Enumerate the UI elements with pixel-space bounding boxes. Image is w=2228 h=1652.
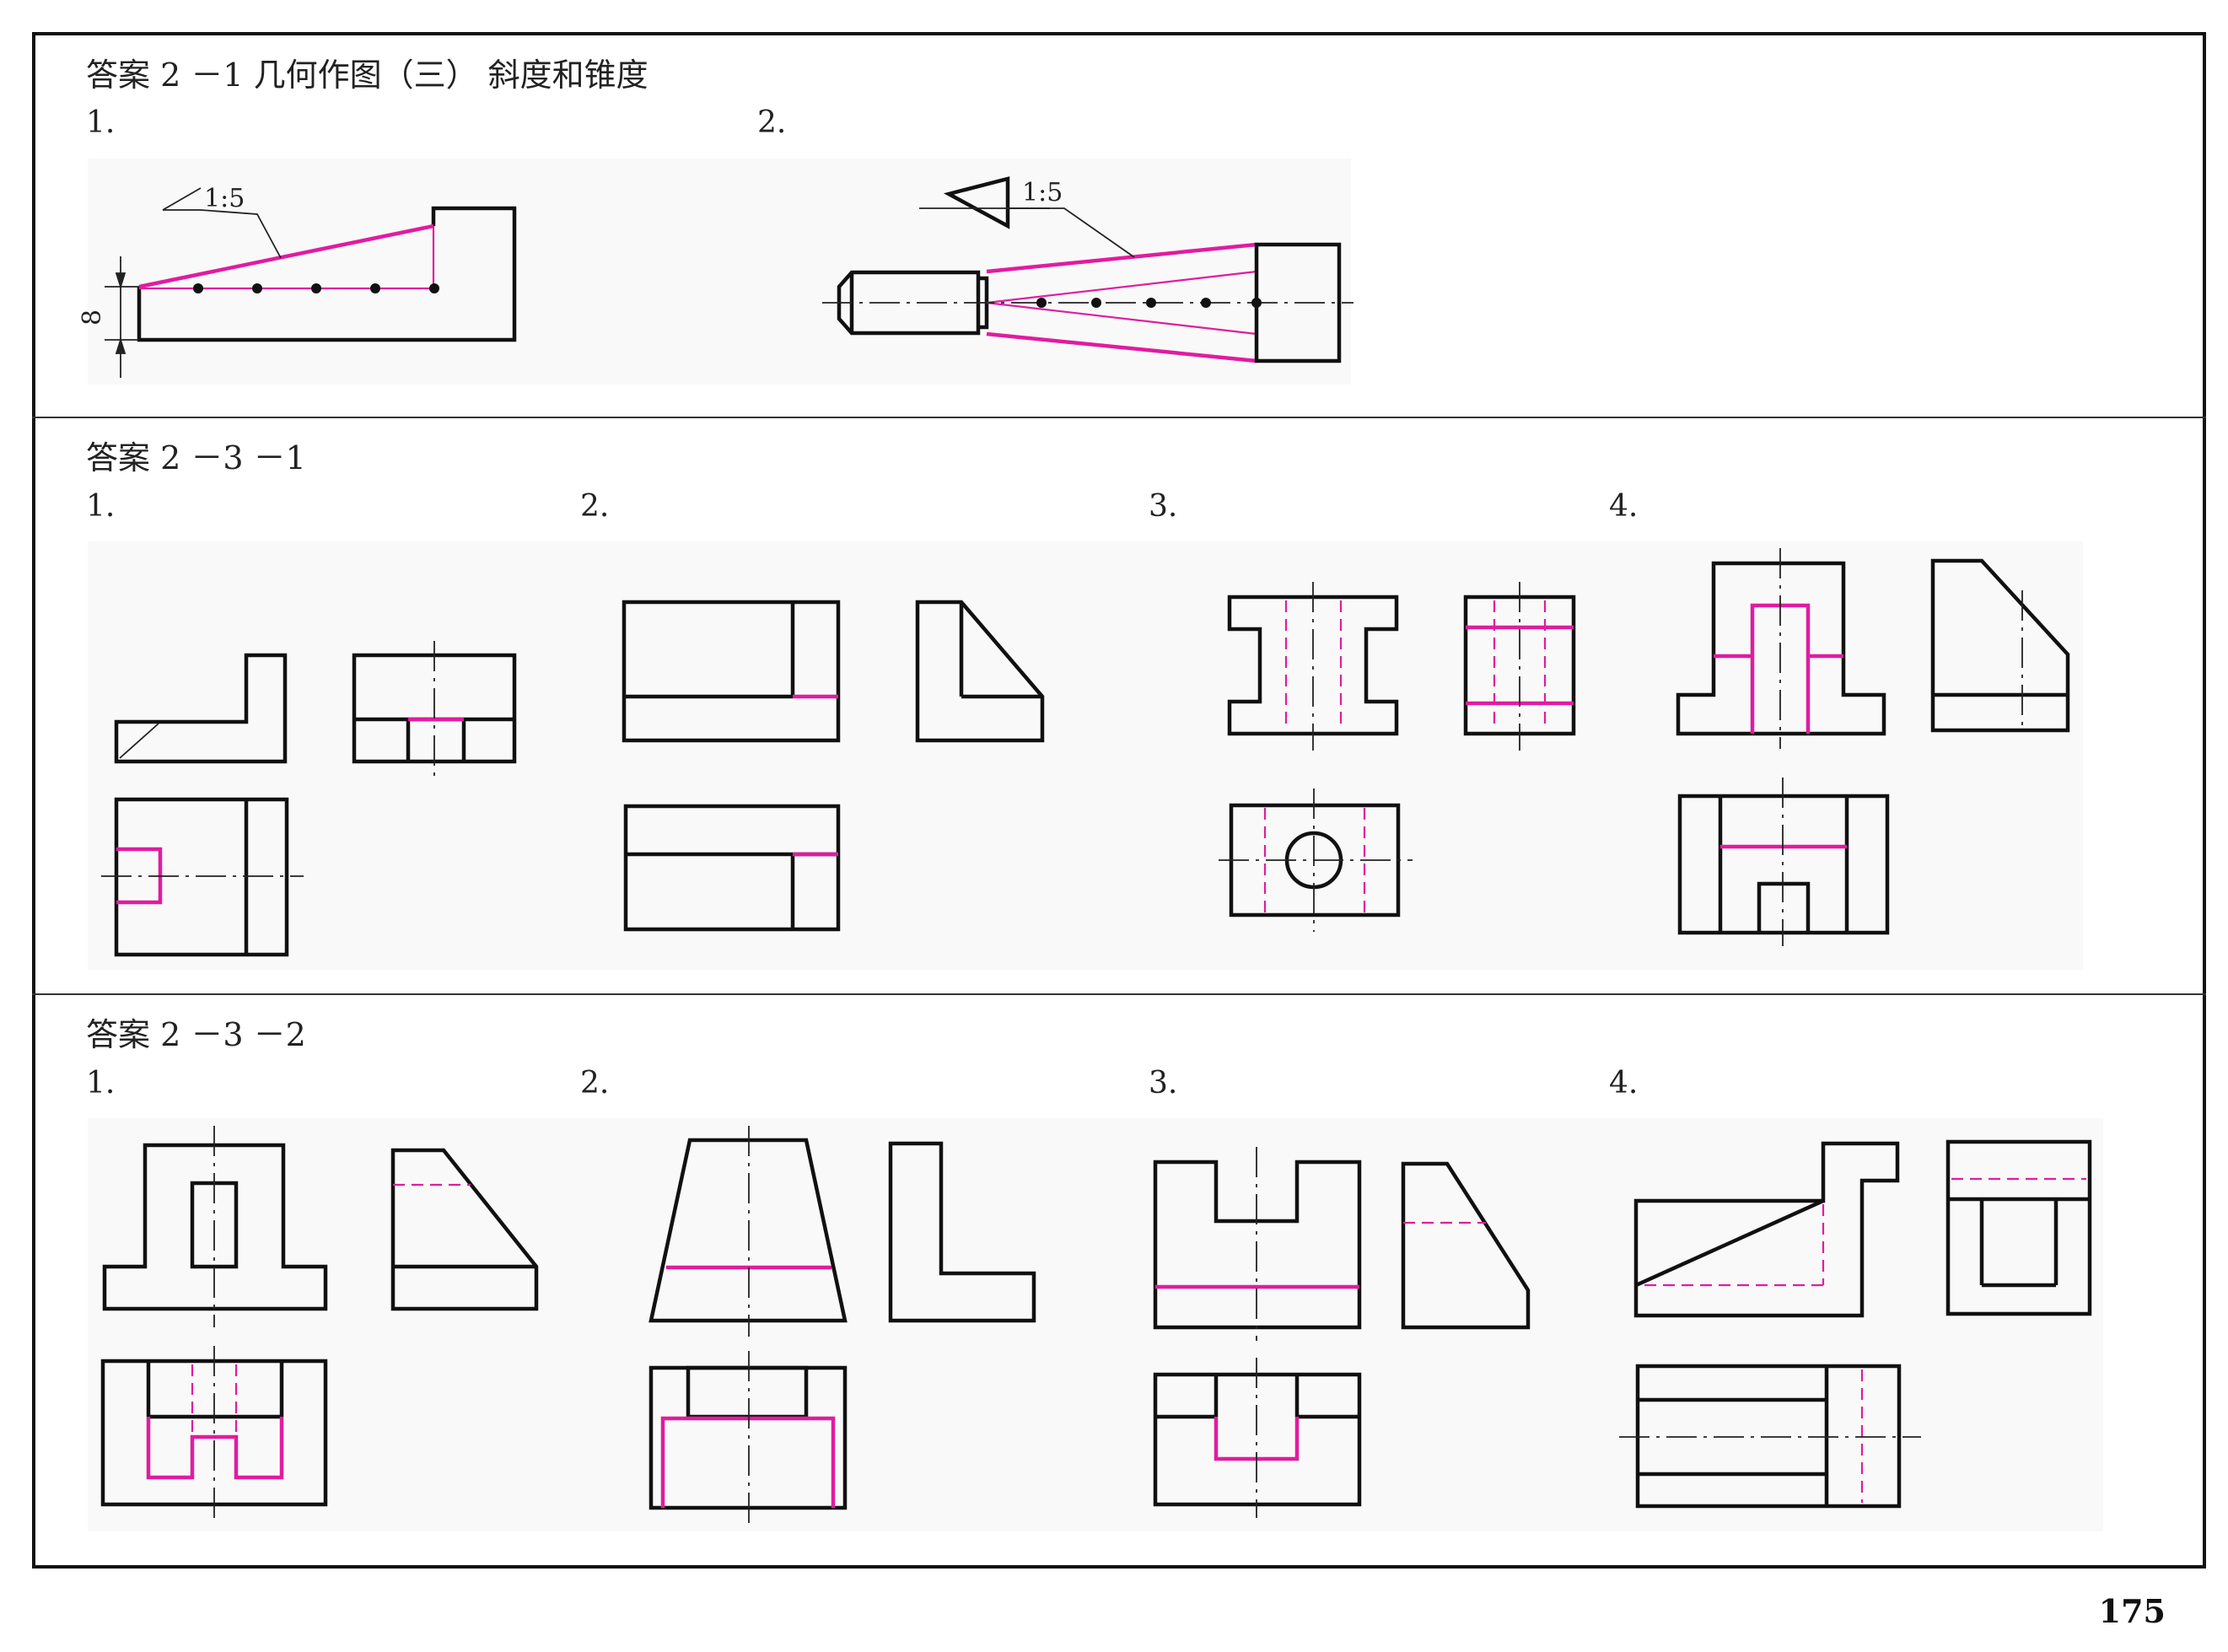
section-title: 答案 2 －1 几何作图（三） 斜度和锥度: [86, 57, 648, 94]
item-number: 2.: [580, 489, 610, 524]
views-1-2: [622, 600, 1045, 932]
views-1-1: [101, 641, 517, 957]
item-number: 2.: [580, 1066, 610, 1100]
views-1-3: [1219, 582, 1576, 932]
slope-drawing: 8 1:5: [78, 184, 517, 378]
drawing-panel: [88, 1118, 2103, 1531]
item-number: 1.: [86, 1066, 116, 1100]
page-number: 175: [2098, 1592, 2166, 1630]
views-2-2: [648, 1126, 1036, 1523]
section-title: 答案 2 －3 －2: [86, 1016, 306, 1053]
taper-drawing: 1:5: [822, 176, 1353, 363]
item-number: 4.: [1609, 489, 1639, 524]
item-number: 3.: [1149, 489, 1178, 524]
item-number: 1.: [86, 105, 116, 140]
views-1-4: [1676, 548, 2070, 946]
item-number: 4.: [1609, 1066, 1639, 1100]
section-divider: [32, 417, 2206, 418]
slope-label: 1:5: [204, 184, 245, 213]
views-2-4: [1619, 1139, 2092, 1509]
drawing-panel: [88, 159, 1351, 385]
taper-label: 1:5: [1022, 178, 1063, 207]
page-frame: [32, 32, 2206, 1569]
item-number: 3.: [1149, 1066, 1178, 1100]
section-divider: [32, 993, 2206, 995]
height-dimension: 8: [78, 309, 107, 326]
views-2-1: [100, 1126, 539, 1521]
section-title: 答案 2 －3 －1: [86, 439, 306, 476]
drawing-panel: [88, 541, 2083, 970]
views-2-3: [1153, 1147, 1531, 1518]
item-number: 2.: [757, 105, 787, 140]
item-number: 1.: [86, 489, 116, 524]
